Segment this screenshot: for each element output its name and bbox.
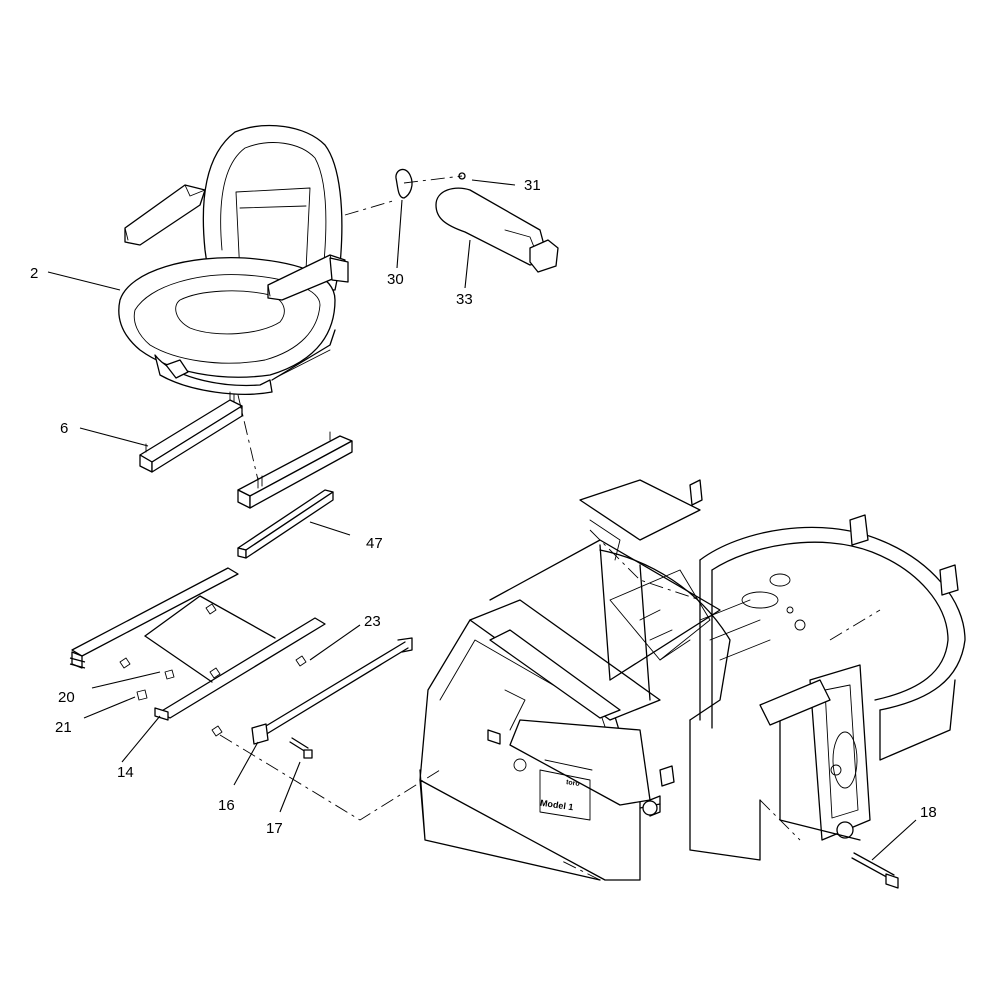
callout-17: 17 — [266, 820, 283, 837]
callout-47: 47 — [366, 535, 383, 552]
callout-leader-lines — [47, 179, 917, 861]
callout-23: 23 — [364, 613, 381, 630]
seat-part — [118, 124, 349, 395]
seat-mount-plate-part — [69, 567, 413, 759]
chassis-frame-part — [419, 479, 966, 881]
assembly-centerlines — [219, 175, 881, 881]
callout-16: 16 — [218, 797, 235, 814]
callout-30: 30 — [387, 271, 404, 288]
callout-33: 33 — [456, 291, 473, 308]
callout-31: 31 — [524, 177, 541, 194]
spacer-bar-part — [237, 489, 334, 559]
callout-20: 20 — [58, 689, 75, 706]
seat-slide-part — [139, 391, 353, 509]
callout-21: 21 — [55, 719, 72, 736]
bolt-18-part — [851, 852, 899, 889]
callout-14: 14 — [117, 764, 134, 781]
callout-2: 2 — [30, 265, 39, 282]
lever-grip-part — [395, 168, 559, 273]
callout-18: 18 — [920, 804, 937, 821]
callout-6: 6 — [60, 420, 69, 437]
